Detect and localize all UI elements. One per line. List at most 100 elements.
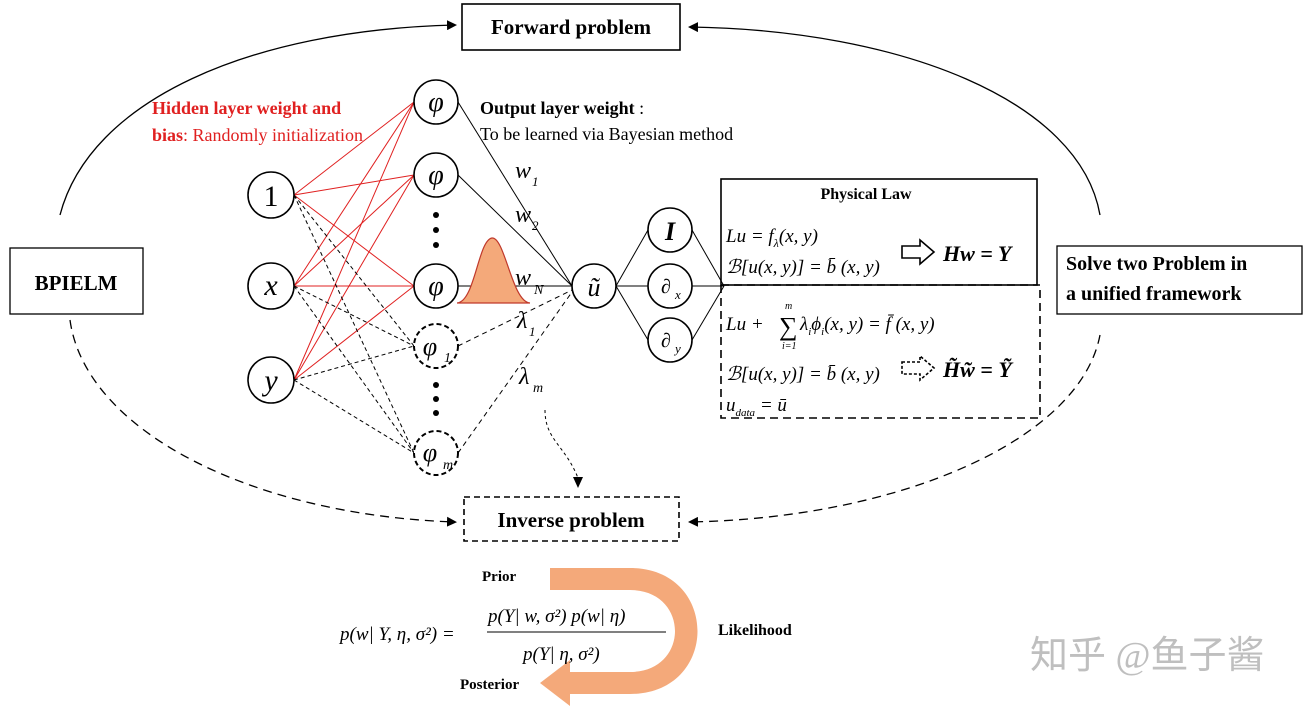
output-layer-label-line1: Output layer weight : bbox=[480, 98, 644, 118]
op-node-dy-label: ∂ bbox=[661, 330, 671, 352]
eq-inverse-phi-sub: i bbox=[821, 326, 824, 338]
inverse-problem-label: Inverse problem bbox=[497, 508, 645, 532]
dashed-output-connections bbox=[457, 289, 573, 454]
eq-data: udata = ū bbox=[726, 395, 787, 419]
weight-wN-sub: N bbox=[533, 283, 544, 298]
op-node-identity-label: I bbox=[664, 217, 676, 246]
posterior-label: Posterior bbox=[460, 677, 519, 693]
eq-inverse-sum-bottom: i=1 bbox=[782, 341, 797, 352]
input-node-1: 1 bbox=[247, 171, 295, 219]
forward-problem-box: Forward problem bbox=[461, 3, 681, 51]
ellipsis-dots-upper bbox=[433, 212, 439, 248]
weight-w2: w bbox=[515, 202, 531, 228]
output-node-label: ũ bbox=[588, 273, 601, 302]
eq-forward-2: ℬ[u(x, y)] = b̄ (x, y) bbox=[726, 257, 880, 278]
hidden-layer-label-line2: bias: Randomly initialization bbox=[152, 125, 363, 145]
eq-data-sub: data bbox=[736, 407, 756, 419]
extra-node-phi-m-label: φ bbox=[423, 438, 437, 467]
solve-box: Solve two Problem in a unified framework bbox=[1056, 245, 1303, 315]
extra-node-phi-m: φ m bbox=[413, 430, 459, 476]
inverse-result: H̃w̃ = Ỹ bbox=[942, 357, 1014, 382]
forward-arc-left bbox=[59, 20, 457, 216]
eq-forward-1: Lu = fλ(x, y) bbox=[725, 226, 818, 250]
weight-w2-sub: 2 bbox=[532, 218, 539, 233]
weight-w1: w bbox=[515, 158, 531, 184]
gaussian-prior-shape bbox=[456, 237, 531, 304]
op-node-identity: I bbox=[647, 207, 693, 253]
inverse-arc-left bbox=[69, 319, 457, 527]
op-node-dy-sub: y bbox=[673, 341, 681, 356]
input-node-x-label: x bbox=[263, 269, 278, 302]
hidden-node-phi-2: φ bbox=[413, 152, 459, 198]
eq-inverse-phi: ϕ bbox=[811, 314, 821, 335]
extra-node-phi-1-sub: 1 bbox=[444, 351, 451, 366]
input-node-x: x bbox=[247, 262, 295, 310]
hidden-node-phi-1: φ bbox=[413, 79, 459, 125]
weight-lambdam: λ bbox=[518, 364, 529, 390]
forward-problem-label: Forward problem bbox=[491, 15, 652, 39]
lambda-to-inverse-arrow bbox=[544, 409, 579, 479]
hidden-node-phi-2-label: φ bbox=[428, 160, 444, 191]
lambda-to-inverse-arrowhead bbox=[573, 477, 583, 488]
inverse-arc-right bbox=[688, 334, 1101, 527]
eq-inverse-lambda-sub: i bbox=[808, 326, 811, 338]
eq-inverse-1-rest: λiϕi(x, y) = f̄ (x, y) bbox=[799, 314, 935, 338]
eq-inverse-sum-symbol: ∑ bbox=[779, 312, 798, 341]
bayes-numerator: p(Y| w, σ²) p(w| η) bbox=[486, 606, 626, 627]
extra-node-phi-m-sub: m bbox=[443, 458, 453, 473]
eq-inverse-rest: (x, y) = f̄ (x, y) bbox=[824, 314, 934, 335]
weight-labels: w 1 w 2 w N λ 1 λ m bbox=[515, 158, 544, 396]
weight-lambda1-sub: 1 bbox=[529, 324, 536, 339]
eq-forward-1-main: Lu = f bbox=[725, 226, 776, 247]
hidden-node-phi-1-label: φ bbox=[428, 87, 444, 118]
extra-node-phi-1: φ 1 bbox=[413, 323, 459, 369]
bayes-lhs: p(w| Y, η, σ²) = bbox=[338, 624, 455, 645]
output-layer-colon: : bbox=[635, 98, 645, 118]
eq-inverse-1-a: Lu + bbox=[725, 314, 764, 335]
weight-lambda1: λ bbox=[516, 308, 527, 334]
output-op-connections bbox=[615, 229, 725, 341]
bayes-orange-u-arrow bbox=[540, 568, 698, 706]
extra-node-phi-1-label: φ bbox=[423, 332, 437, 361]
op-node-dx-sub: x bbox=[674, 287, 681, 302]
weight-wN: w bbox=[515, 265, 531, 291]
op-node-dx-label: ∂ bbox=[661, 276, 671, 298]
eq-inverse-lambda: λ bbox=[799, 314, 808, 335]
likelihood-label: Likelihood bbox=[718, 622, 792, 639]
prior-label: Prior bbox=[482, 569, 516, 585]
weight-lambdam-sub: m bbox=[533, 381, 543, 396]
eq-forward-1-sub: λ bbox=[773, 236, 779, 250]
hidden-node-phi-N: φ bbox=[413, 263, 459, 309]
physical-law-box: Physical Law Lu = fλ(x, y) ℬ[u(x, y)] = … bbox=[720, 178, 1041, 419]
forward-result: Hw = Y bbox=[942, 241, 1014, 266]
input-node-y-label: y bbox=[261, 364, 278, 397]
hidden-node-phi-N-label: φ bbox=[428, 271, 444, 302]
eq-forward-1-rest: (x, y) bbox=[779, 226, 818, 247]
watermark: 知乎 @鱼子酱 bbox=[1030, 635, 1265, 677]
bpielm-label: BPIELM bbox=[35, 271, 118, 295]
ellipsis-dots-lower bbox=[433, 382, 439, 416]
input-node-1-label: 1 bbox=[264, 180, 279, 213]
op-node-dy: ∂ y bbox=[647, 317, 693, 363]
red-connections bbox=[293, 101, 415, 381]
hidden-layer-bias-word: bias bbox=[152, 125, 183, 145]
hidden-layer-init-text: : Randomly initialization bbox=[183, 125, 363, 145]
output-layer-bold: Output layer weight bbox=[480, 98, 635, 118]
inverse-problem-box: Inverse problem bbox=[463, 496, 680, 542]
weight-w1-sub: 1 bbox=[532, 174, 539, 189]
inverse-implies-arrow bbox=[901, 354, 936, 382]
hidden-layer-label-line1: Hidden layer weight and bbox=[152, 98, 341, 118]
eq-inverse-sum-top: m bbox=[785, 301, 792, 312]
input-node-y: y bbox=[247, 356, 295, 404]
bayes-denominator: p(Y| η, σ²) bbox=[521, 644, 600, 665]
dashed-input-connections bbox=[293, 194, 415, 454]
eq-data-rest: = ū bbox=[755, 395, 787, 416]
bpielm-box: BPIELM bbox=[9, 247, 144, 315]
eq-data-u: u bbox=[726, 395, 736, 416]
physical-law-title: Physical Law bbox=[820, 186, 912, 203]
eq-inverse-2: ℬ[u(x, y)] = b̄ (x, y) bbox=[726, 364, 880, 385]
forward-arc-right bbox=[688, 22, 1101, 216]
solve-label-line2: a unified framework bbox=[1066, 283, 1242, 305]
eq-inverse-1: Lu + bbox=[725, 314, 764, 335]
